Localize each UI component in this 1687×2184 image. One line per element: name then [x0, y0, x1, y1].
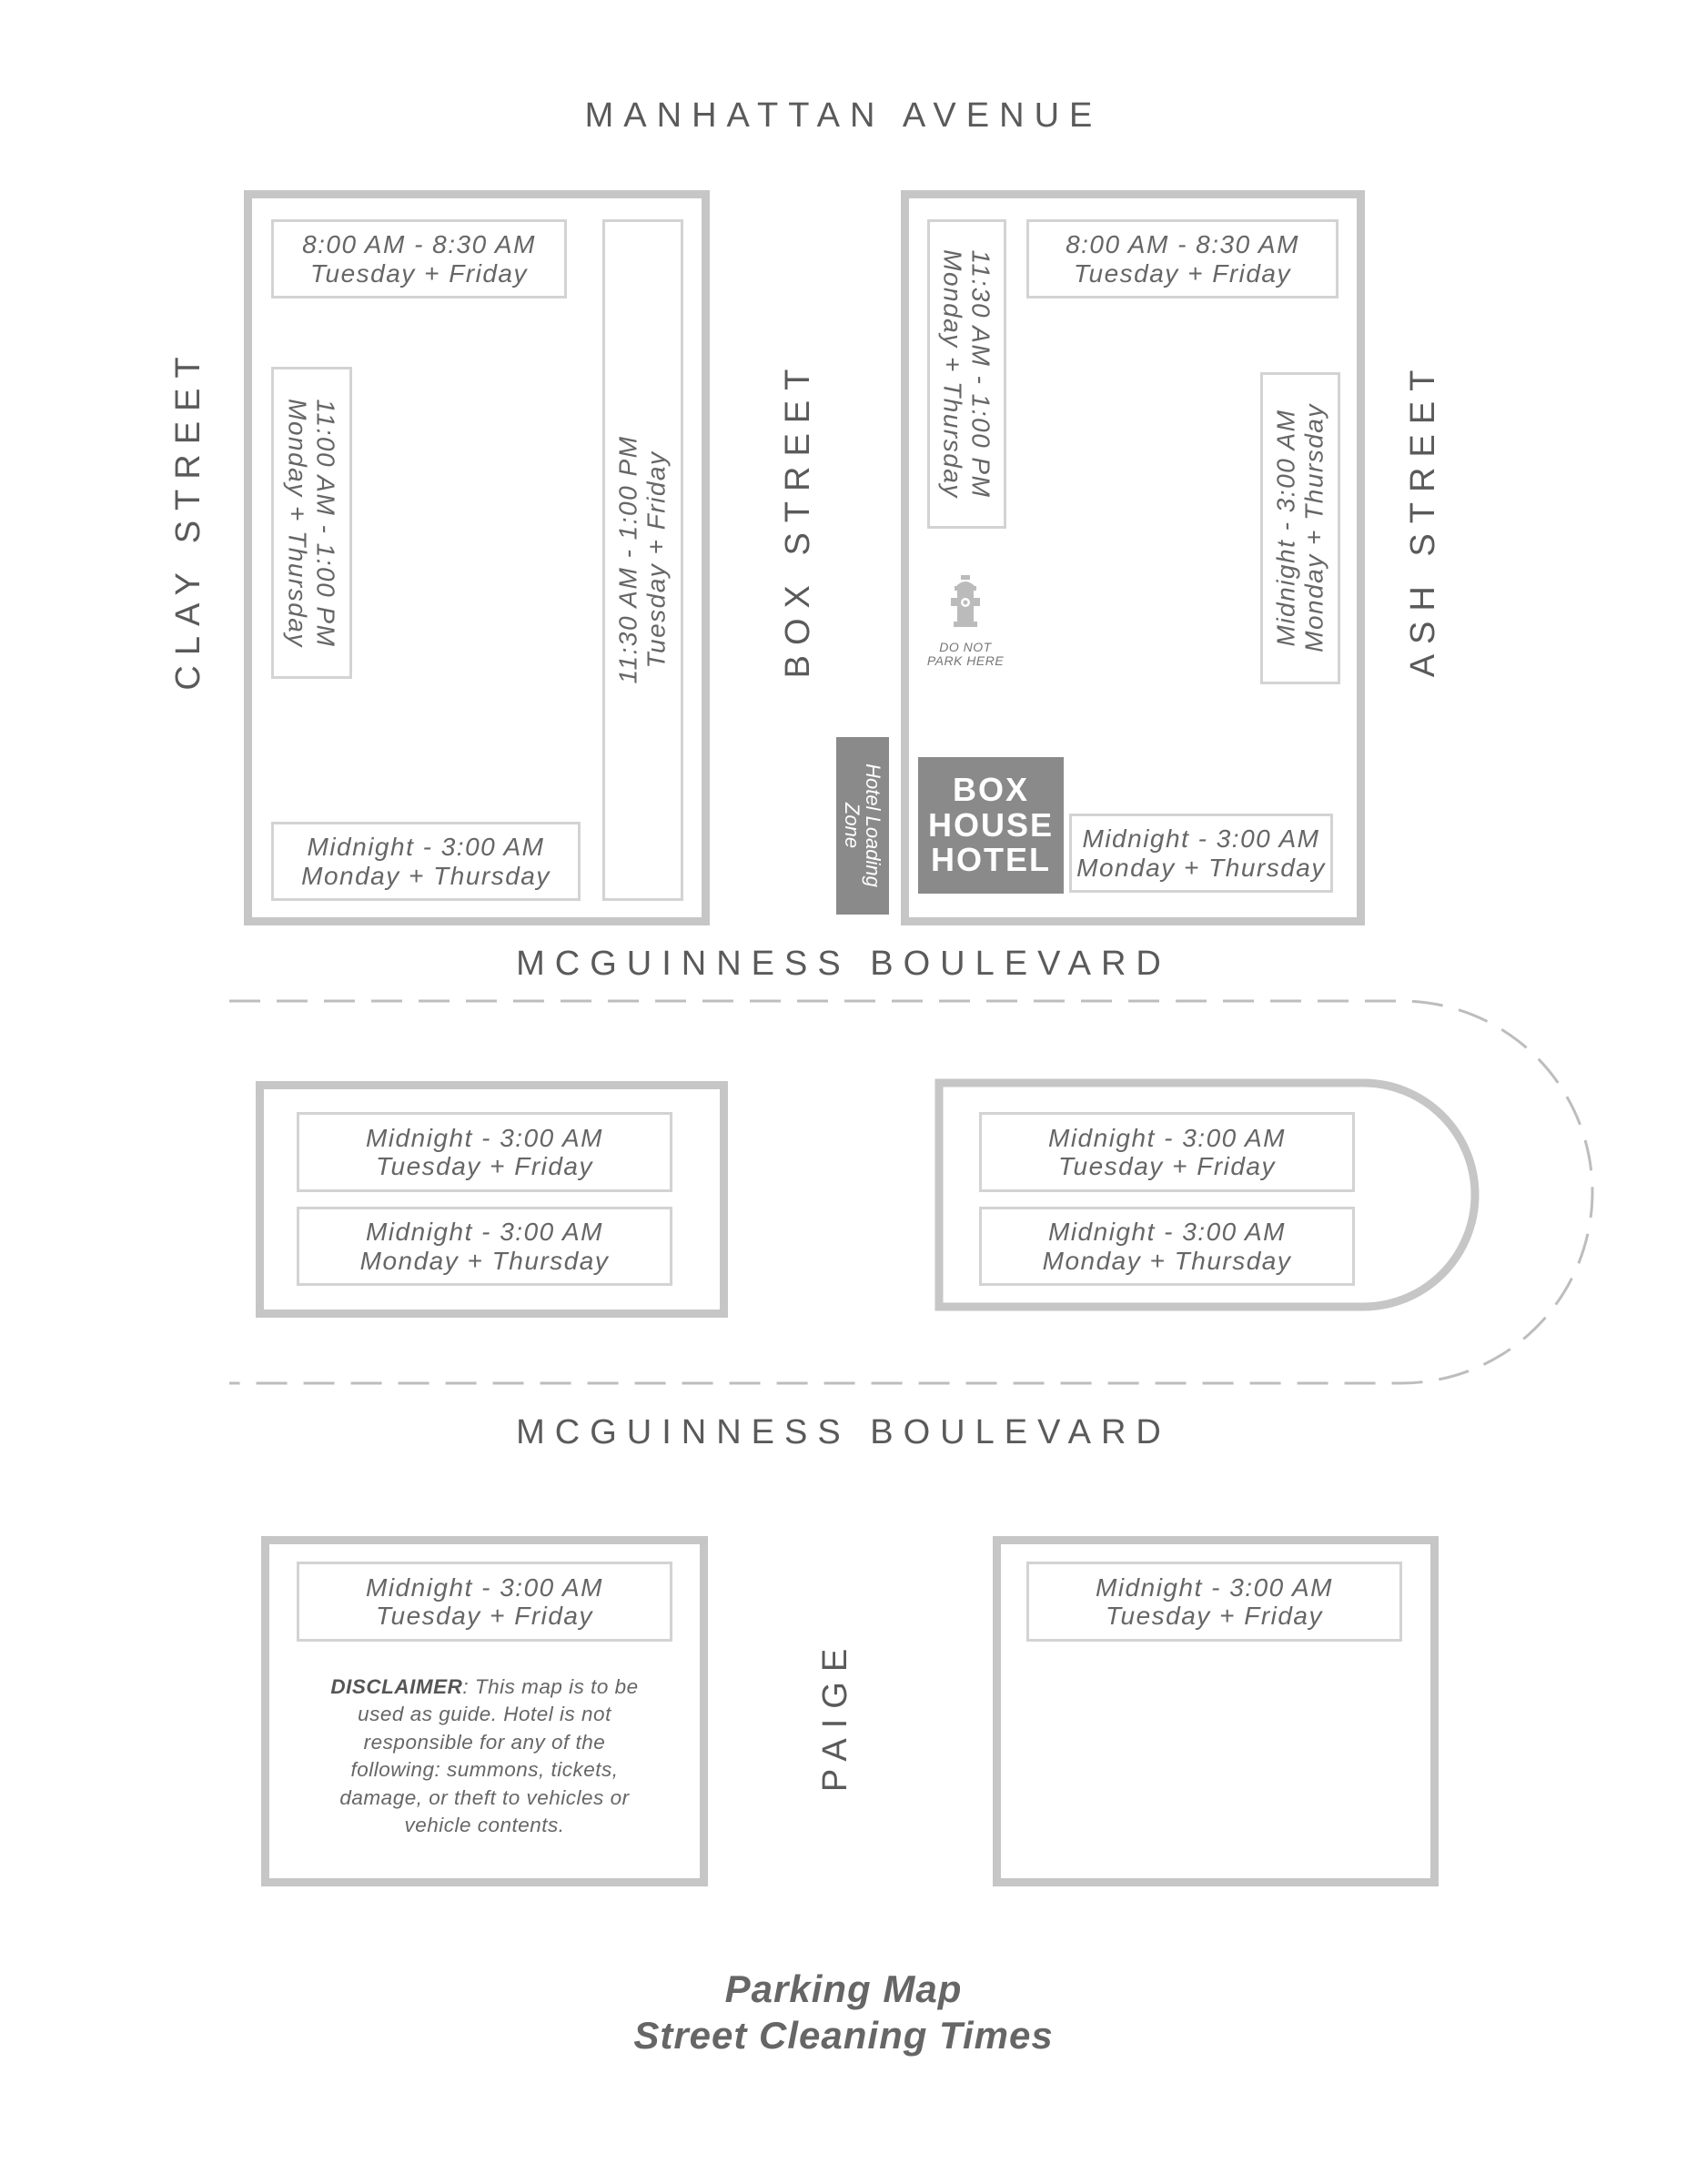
fire-hydrant-icon — [951, 575, 980, 627]
caption-line-1: DO NOT — [939, 640, 992, 654]
dashed-road-path — [229, 999, 1594, 1385]
caption-line-2: PARK HERE — [926, 653, 1005, 669]
label-top-right-right-frame — [1260, 372, 1340, 684]
mid-right-block-outline — [934, 1078, 1480, 1311]
label-top-right-left-frame — [927, 219, 1006, 529]
label-mid-right-upper: Midnight - 3:00 AM Tuesday + Friday — [979, 1112, 1355, 1192]
block-bottom-right — [993, 1536, 1439, 1886]
label-top-left-right-frame — [602, 219, 683, 901]
label-mid-right-lower: Midnight - 3:00 AM Monday + Thursday — [979, 1207, 1355, 1286]
label-days: Tuesday + Friday — [1105, 1602, 1324, 1630]
street-mcguinness-upper: MCGUINNESS BOULEVARD — [516, 945, 1171, 983]
label-time: Midnight - 3:00 AM — [366, 1572, 603, 1602]
label-days: Tuesday + Friday — [642, 450, 671, 669]
block-top-left — [244, 190, 710, 925]
label-time: Midnight - 3:00 AM — [366, 1218, 603, 1247]
block-top-right — [901, 190, 1365, 925]
label-time: 8:00 AM - 8:30 AM — [302, 230, 536, 259]
label-top-right-top: 8:00 AM - 8:30 AM Tuesday + Friday — [1026, 219, 1338, 298]
disclaimer: DISCLAIMER: This map is to be used as gu… — [318, 1673, 651, 1839]
label-top-left-bottom: Midnight - 3:00 AM Monday + Thursday — [271, 822, 581, 901]
label-days: Monday + Thursday — [1042, 1246, 1292, 1275]
street-manhattan-avenue: MANHATTAN AVENUE — [584, 96, 1103, 135]
hotel-loading-zone-label: Hotel Loading Zone — [841, 763, 885, 887]
label-days: Monday + Thursday — [1300, 403, 1328, 652]
label-top-left-right: 11:30 AM - 1:00 PM Tuesday + Friday — [614, 436, 672, 684]
disclaimer-label: DISCLAIMER — [330, 1675, 463, 1698]
hotel-line-1: BOX — [952, 770, 1029, 808]
label-time: 11:00 AM - 1:00 PM — [311, 399, 340, 648]
hotel-line-3: HOTEL — [931, 841, 1051, 879]
hotel-line-2: HOUSE — [927, 805, 1055, 844]
title-line-2: Street Cleaning Times — [633, 2014, 1054, 2058]
label-top-left-left: 11:00 AM - 1:00 PM Monday + Thursday — [283, 399, 340, 648]
label-days: Monday + Thursday — [283, 399, 311, 648]
label-days: Tuesday + Friday — [1073, 258, 1292, 288]
label-days: Monday + Thursday — [1076, 853, 1326, 882]
label-mid-left-upper: Midnight - 3:00 AM Tuesday + Friday — [297, 1112, 672, 1192]
label-days: Tuesday + Friday — [375, 1602, 594, 1630]
label-time: Midnight - 3:00 AM — [307, 833, 545, 862]
label-days: Tuesday + Friday — [309, 258, 529, 288]
label-days: Monday + Thursday — [359, 1246, 610, 1275]
label-days: Tuesday + Friday — [375, 1152, 594, 1180]
label-time: Midnight - 3:00 AM — [1271, 409, 1300, 647]
label-bottom-left-top: Midnight - 3:00 AM Tuesday + Friday — [297, 1562, 672, 1642]
label-time: 8:00 AM - 8:30 AM — [1066, 230, 1299, 259]
label-time: Midnight - 3:00 AM — [1048, 1218, 1286, 1247]
label-days: Tuesday + Friday — [1057, 1152, 1277, 1180]
label-top-right-bottom: Midnight - 3:00 AM Monday + Thursday — [1069, 814, 1333, 893]
label-bottom-right-top: Midnight - 3:00 AM Tuesday + Friday — [1026, 1562, 1402, 1642]
street-mcguinness-lower: MCGUINNESS BOULEVARD — [516, 1413, 1171, 1451]
box-house-hotel: BOX HOUSE HOTEL — [918, 757, 1064, 894]
label-time: Midnight - 3:00 AM — [1048, 1123, 1286, 1152]
label-time: Midnight - 3:00 AM — [366, 1123, 603, 1152]
loading-line-2: Zone — [841, 802, 864, 849]
label-time: Midnight - 3:00 AM — [1096, 1572, 1333, 1602]
label-time: 11:30 AM - 1:00 PM — [613, 435, 642, 684]
label-top-right-right: Midnight - 3:00 AM Monday + Thursday — [1272, 403, 1329, 652]
block-bottom-left — [261, 1536, 708, 1886]
hotel-loading-zone — [836, 737, 889, 915]
disclaimer-text: : This map is to be used as guide. Hotel… — [339, 1675, 639, 1836]
page-title: Parking Map Street Cleaning Times — [633, 1966, 1053, 2058]
do-not-park-caption: DO NOT PARK HERE — [926, 640, 1005, 669]
label-top-left-top: 8:00 AM - 8:30 AM Tuesday + Friday — [271, 219, 567, 298]
title-line-1: Parking Map — [724, 1967, 963, 2010]
label-days: Monday + Thursday — [301, 861, 551, 890]
loading-line-1: Hotel Loading — [862, 763, 885, 887]
label-time: Midnight - 3:00 AM — [1082, 824, 1320, 854]
label-days: Monday + Thursday — [938, 249, 966, 499]
label-top-left-left-frame — [271, 367, 352, 679]
label-top-right-left: 11:30 AM - 1:00 PM Monday + Thursday — [938, 249, 995, 499]
block-mid-left — [256, 1081, 728, 1318]
label-time: 11:30 AM - 1:00 PM — [966, 249, 995, 499]
label-mid-left-lower: Midnight - 3:00 AM Monday + Thursday — [297, 1207, 672, 1286]
